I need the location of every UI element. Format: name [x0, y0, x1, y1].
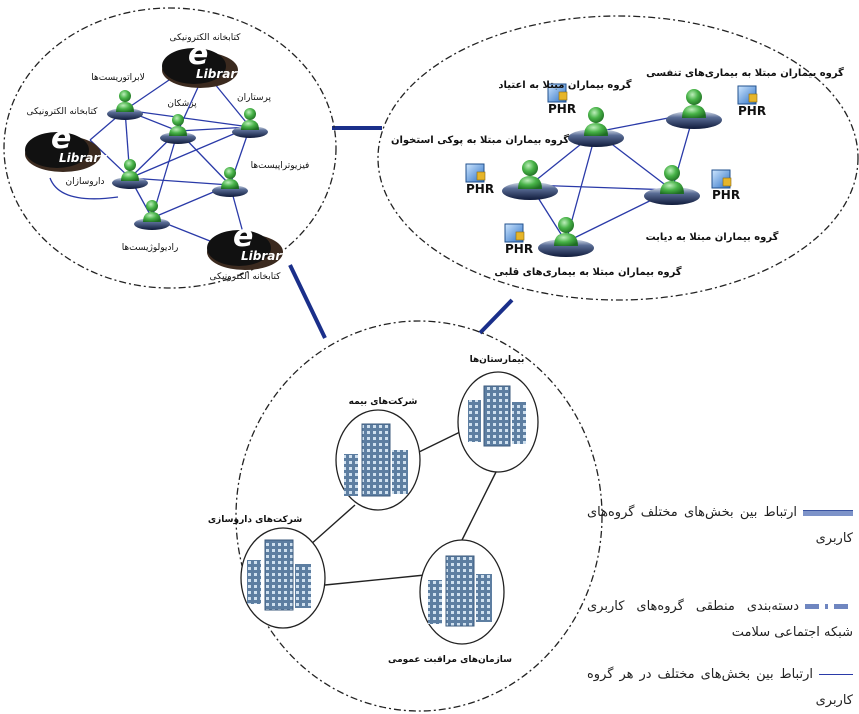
label-pharmacists: داروسازان [66, 177, 105, 187]
svg-text:Library: Library [59, 151, 108, 165]
thin-line-legend-icon [819, 674, 853, 675]
svg-text:Library: Library [196, 67, 245, 81]
svg-text:e: e [233, 219, 253, 254]
label-insurance: شرکت‌های بیمه [349, 397, 418, 407]
svg-text:e: e [188, 37, 208, 72]
svg-text:PHR: PHR [738, 104, 766, 118]
svg-text:PHR: PHR [505, 242, 533, 256]
label-public-health: سازمان‌های مراقبت عمومی [388, 655, 512, 665]
person-node-respiratory [666, 89, 722, 129]
label-diabetes: گروه بیماران مبتلا به دیابت [646, 230, 779, 243]
library-logo-left: e Library [25, 121, 108, 172]
library-network: e Library e Library e Library [25, 33, 309, 282]
label-addiction: گروه بیماران مبتلا به اعتیاد [498, 78, 631, 91]
label-respiratory: گروه بیماران مبتلا به بیماری‌های تنفسی [646, 66, 844, 79]
legend-item-intragroup-links: ارتباط بین بخش‌های مختلف در هر گروه کارب… [587, 662, 853, 714]
label-library-bottom: کتابخانه الکترونیکی [210, 272, 282, 282]
dash-dot-line-legend-icon [805, 604, 853, 609]
link-library-institutions [288, 264, 327, 339]
label-hospitals: بیمارستان‌ها [470, 355, 525, 365]
label-radiologists: رادیولوژیست‌ها [122, 243, 179, 253]
phr-icon-heart: PHR [504, 223, 533, 256]
patient-network: PHR PHR PHR PHR PHR گروه بیماران مبتلا ب… [391, 66, 844, 278]
library-logo-top: e Library [162, 37, 245, 88]
legend-text-group-links: ارتباط بین بخش‌های مختلف گروه‌های کاربری [587, 505, 853, 546]
svg-text:PHR: PHR [548, 102, 576, 116]
institution-network: بیمارستان‌ها شرکت‌های بیمه شرکت‌های دارو… [208, 355, 539, 665]
building-node-public-health [419, 539, 505, 645]
group-boundaries [3, 7, 859, 712]
label-osteoporosis: گروه بیماران مبتلا به پوکی استخوان [391, 133, 569, 146]
svg-text:Library: Library [241, 249, 290, 263]
person-node-physiotherapists [212, 167, 248, 197]
person-node-doctors [160, 114, 196, 144]
label-library-top: کتابخانه الکترونیکی [170, 33, 242, 43]
library-logo-bottom: e Library [207, 219, 290, 270]
group-links [288, 126, 514, 339]
svg-text:PHR: PHR [466, 182, 494, 196]
label-library-left: کتابخانه الکترونیکی [27, 107, 99, 117]
phr-icon-osteoporosis: PHR [465, 163, 494, 196]
person-node-laboratory [107, 90, 143, 120]
link-patients-institutions [478, 298, 514, 335]
patient-group-boundary [377, 15, 859, 301]
building-node-hospitals [457, 371, 539, 473]
person-node-heart [538, 217, 594, 257]
svg-text:PHR: PHR [712, 188, 740, 202]
label-physiotherapists: فیزیوتراپیست‌ها [251, 161, 310, 171]
label-doctors: پزشکان [167, 99, 197, 109]
label-pharma: شرکت‌های داروسازی [208, 515, 303, 525]
phr-icon-addiction: PHR [547, 83, 576, 116]
svg-text:e: e [51, 121, 71, 156]
person-node-diabetes [644, 165, 700, 205]
legend-item-logical-grouping: دسته‌بندی منطقی گروه‌های کاربری شبکه اجت… [587, 594, 853, 646]
person-node-osteoporosis [502, 160, 558, 200]
person-node-addiction [568, 107, 624, 147]
library-group-boundary [3, 7, 337, 289]
person-node-radiologists [134, 200, 170, 230]
label-heart: گروه بیماران مبتلا به بیماری‌های قلبی [494, 265, 681, 278]
legend-text-logical-grouping: دسته‌بندی منطقی گروه‌های کاربری شبکه اجت… [587, 599, 853, 640]
phr-icon-respiratory: PHR [737, 85, 766, 118]
phr-icon-diabetes: PHR [711, 169, 740, 202]
person-node-nurses [232, 108, 268, 138]
legend-item-group-links: ارتباط بین بخش‌های مختلف گروه‌های کاربری [587, 500, 853, 552]
legend-text-intragroup-links: ارتباط بین بخش‌های مختلف در هر گروه کارب… [587, 667, 853, 708]
institution-network-edges [309, 431, 499, 586]
person-node-pharmacists [112, 159, 148, 189]
label-laboratory: لابراتوریست‌ها [91, 73, 144, 83]
label-nurses: پرستاران [237, 93, 271, 103]
thick-line-legend-icon [803, 509, 853, 516]
building-node-insurance [335, 409, 421, 511]
institution-group-boundary [235, 320, 603, 712]
building-node-pharma [240, 527, 326, 629]
